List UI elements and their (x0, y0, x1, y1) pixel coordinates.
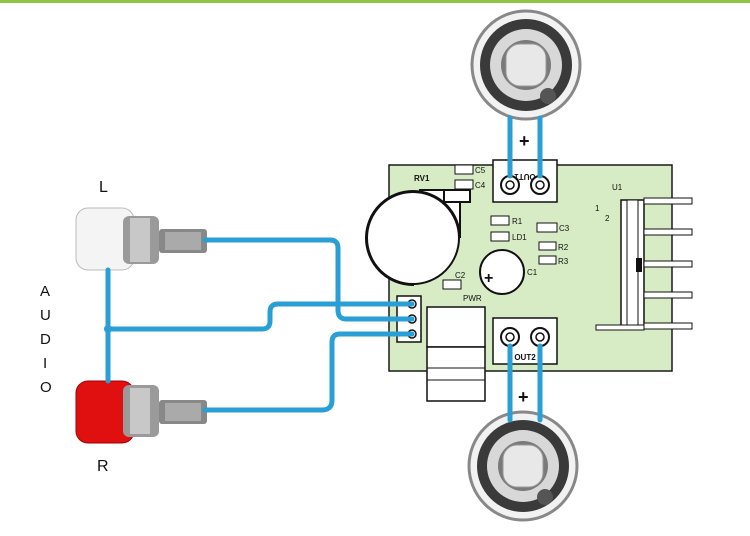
rv1-potentiometer: RV1 (365, 174, 471, 287)
wires (105, 115, 543, 423)
audio-letter-i: I (43, 355, 47, 372)
out1-connector: OUT1 (492, 159, 558, 203)
r1-component: R1 (490, 215, 523, 226)
c4-component: C4 (454, 179, 486, 190)
audio-letter-a: A (40, 283, 50, 300)
r3-label: R3 (558, 257, 569, 266)
speaker-top-plus: + (519, 131, 530, 151)
c1-capacitor: + C1 (479, 249, 538, 295)
u1-label: U1 (612, 183, 623, 192)
c2-label: C2 (455, 271, 466, 280)
r3-component: R3 (538, 255, 569, 266)
r2-label: R2 (558, 243, 569, 252)
wire-right-signal (202, 331, 415, 413)
jack-right-label: R (97, 458, 109, 475)
ld1-label: LD1 (512, 233, 527, 242)
wire-left-signal (202, 237, 415, 322)
r2-component: R2 (538, 241, 569, 252)
jack-left (75, 207, 207, 271)
out2-label: OUT2 (514, 353, 536, 362)
speaker-top (470, 9, 582, 121)
c5-component: C5 (454, 164, 486, 175)
pwr-label: PWR (463, 294, 482, 303)
c3-label: C3 (559, 224, 570, 233)
top-bar (0, 0, 750, 3)
c3-component: C3 (536, 222, 570, 233)
rv1-label: RV1 (414, 174, 430, 183)
c1-plus: + (484, 270, 493, 287)
ld1-component: LD1 (490, 231, 527, 242)
c2-component: C2 (442, 271, 466, 290)
u1-pins (643, 197, 693, 330)
audio-letter-o: O (40, 379, 52, 396)
c4-label: C4 (475, 181, 486, 190)
jack-right (75, 380, 207, 444)
u1-ic: U1 1 2 (595, 183, 693, 331)
speaker-bottom (467, 410, 579, 522)
pwr-jack: PWR (426, 294, 486, 402)
u1-pin2: 2 (605, 214, 610, 223)
u1-pin1: 1 (595, 204, 600, 213)
wire-ground (105, 267, 415, 332)
c1-label: C1 (527, 268, 538, 277)
audio-letter-u: U (40, 307, 51, 324)
ground-junction (104, 325, 112, 333)
c5-label: C5 (475, 166, 486, 175)
speaker-bottom-plus: + (518, 387, 529, 407)
out2-connector: OUT2 (492, 317, 558, 365)
r1-label: R1 (512, 217, 523, 226)
audio-letter-d: D (40, 331, 51, 348)
out1-label: OUT1 (514, 172, 536, 181)
jack-left-label: L (99, 179, 108, 196)
